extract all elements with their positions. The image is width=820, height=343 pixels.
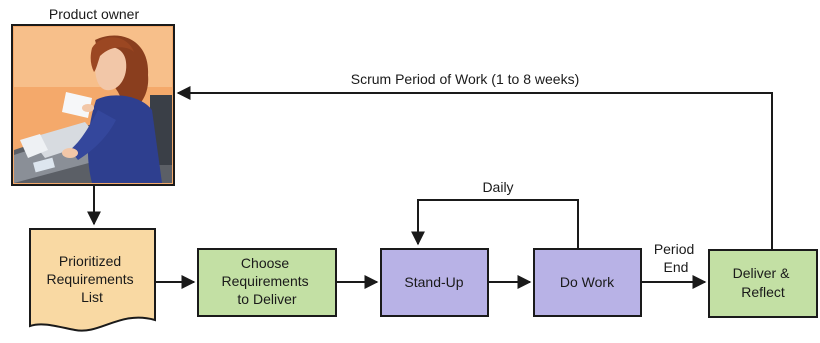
do-work-label: Do Work	[560, 274, 615, 290]
arrow-daily-loop	[411, 199, 579, 249]
arrow-scrum-period-loop	[176, 86, 773, 250]
product-owner-label: Product owner	[49, 6, 140, 22]
prioritized-requirements-list-box: Prioritized Requirements List	[29, 228, 156, 332]
standup-label: Stand-Up	[404, 274, 463, 290]
choose-requirements-box: Choose Requirements to Deliver	[197, 248, 337, 317]
svg-text:Deliver & Reflect: Deliver & Reflect	[733, 265, 794, 300]
prioritized-line3: List	[81, 289, 103, 305]
svg-text:Prioritized Requirements: Prioritized Requirements List	[46, 253, 137, 305]
choose-line1: Choose	[241, 255, 289, 271]
svg-text:Choose Requirements: Choose Requirements to Deliver	[221, 255, 312, 307]
choose-line2: Requirements	[221, 273, 308, 289]
deliver-line1: Deliver &	[733, 265, 790, 281]
daily-label: Daily	[482, 179, 513, 195]
prioritized-line1: Prioritized	[59, 253, 121, 269]
choose-line3: to Deliver	[237, 291, 296, 307]
product-owner-illustration	[11, 24, 175, 186]
do-work-box: Do Work	[533, 248, 642, 317]
scrum-period-label: Scrum Period of Work (1 to 8 weeks)	[351, 71, 579, 87]
svg-text:Period End: Period End	[654, 241, 698, 275]
deliver-reflect-box: Deliver & Reflect	[708, 249, 818, 318]
deliver-line2: Reflect	[741, 284, 785, 300]
standup-box: Stand-Up	[380, 248, 489, 317]
period-end-line2: End	[664, 259, 689, 275]
period-end-line1: Period	[654, 241, 694, 257]
prioritized-line2: Requirements	[46, 271, 133, 287]
